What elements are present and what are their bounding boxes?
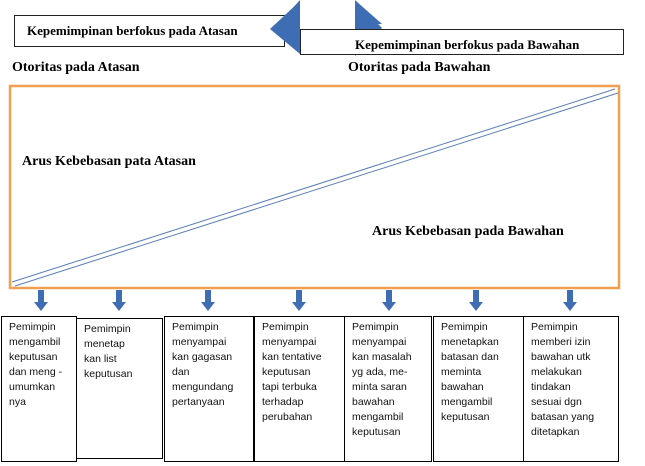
authority-subordinate-heading: Otoritas pada Bawahan	[348, 60, 491, 75]
freedom-flow-subordinate-label: Arus Kebebasan pada Bawahan	[372, 224, 564, 239]
behavior-box: Pemimpin menetap kan list keputusan	[76, 318, 163, 459]
continuum-frame	[8, 84, 621, 290]
freedom-flow-leader-label: Arus Kebebasan pata Atasan	[22, 154, 196, 169]
behavior-box: Pemimpin menyampai kan tentative keputus…	[254, 316, 345, 462]
banner-leader-focused: Kepemimpinan berfokus pada Atasan	[14, 15, 285, 47]
down-arrow-icon	[201, 290, 215, 311]
behavior-box: Pemimpin menetapkan batasan dan meminta …	[433, 316, 524, 462]
diagonal-divider	[11, 88, 619, 287]
down-arrow-icon	[563, 290, 577, 311]
banner-leader-focused-label: Kepemimpinan berfokus pada Atasan	[27, 23, 238, 38]
behavior-box: Pemimpin menyampai kan masalah yg ada, m…	[344, 316, 432, 462]
down-arrows	[34, 290, 577, 311]
authority-leader-heading: Otoritas pada Atasan	[12, 60, 140, 75]
down-arrow-icon	[382, 290, 396, 311]
down-arrow-icon	[34, 290, 48, 311]
down-arrow-icon	[292, 290, 306, 311]
down-arrow-icon	[112, 290, 126, 311]
banner-subordinate-focused: Kepemimpinan berfokus pada Bawahan	[300, 29, 624, 55]
behavior-box: Pemimpin mengambil keputusan dan meng - …	[1, 316, 77, 462]
banner-subordinate-focused-label: Kepemimpinan berfokus pada Bawahan	[355, 37, 580, 52]
down-arrow-icon	[469, 290, 483, 311]
behavior-box: Pemimpin menyampai kan gagasan dan mengu…	[164, 316, 254, 462]
behavior-box: Pemimpin memberi izin bawahan utk melaku…	[523, 316, 619, 462]
